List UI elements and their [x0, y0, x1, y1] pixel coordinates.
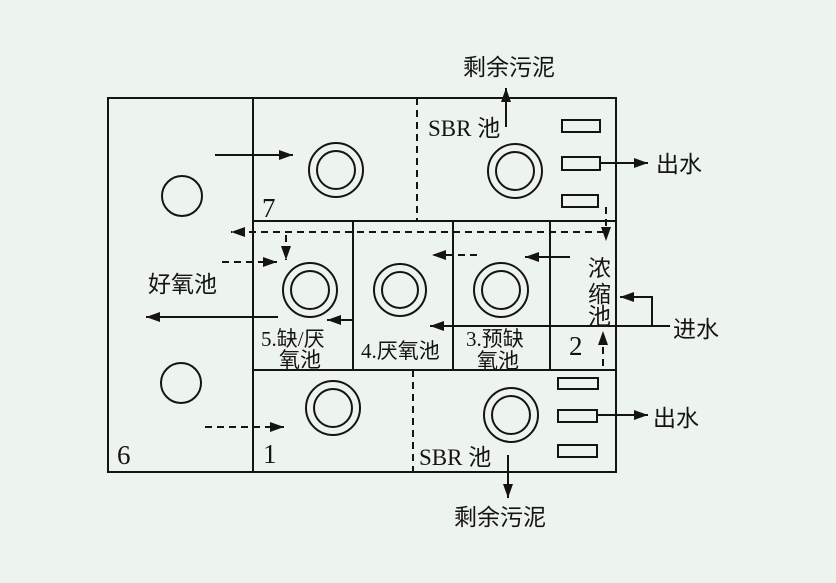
tank5-label-line1: 5.缺/厌 — [261, 327, 325, 351]
recycle-arrows — [205, 207, 611, 432]
effluent-label-top: 出水 — [656, 152, 702, 177]
decanter-weirs — [557, 119, 601, 458]
zone-2-label: 2 — [569, 331, 583, 361]
dashed-partitions — [412, 98, 418, 472]
top-decanter-2 — [561, 156, 601, 171]
influent-label: 进水 — [673, 317, 719, 342]
outer-wall — [107, 97, 617, 473]
zone-7-label: 7 — [262, 193, 276, 223]
bottom-decanter-2 — [557, 409, 598, 423]
zone-6-label: 6 — [117, 440, 131, 470]
tank-walls — [107, 97, 617, 473]
top-decanter-3 — [561, 194, 599, 208]
flow-arrows — [146, 88, 670, 498]
tank4-mixer-icon — [373, 263, 427, 317]
aerobic-mixer-top-icon — [161, 175, 203, 217]
bottom-sbr-aerator-right-icon — [483, 387, 539, 443]
tank3-label-line2: 氧池 — [477, 349, 519, 373]
thickener-label-char3: 池 — [588, 304, 611, 329]
tank5-mixer-icon — [282, 262, 338, 318]
aerobic-mixer-bottom-icon — [160, 362, 202, 404]
tank4-label: 4.厌氧池 — [361, 339, 440, 363]
bottom-decanter-3 — [557, 444, 598, 458]
equipment-symbols — [160, 142, 543, 443]
zone-1-label: 1 — [263, 439, 277, 469]
influent-branch-to-thickener — [620, 292, 653, 326]
sbr-tank-label-bottom: SBR 池 — [419, 445, 491, 470]
surplus-sludge-label-bottom: 剩余污泥 — [454, 505, 546, 530]
tank5-label-line2: 氧池 — [279, 348, 321, 372]
effluent-label-bottom: 出水 — [653, 406, 699, 431]
top-sbr-aerator-left-icon — [308, 142, 364, 198]
aerobic-tank-label: 好氧池 — [148, 272, 217, 297]
tank3-mixer-icon — [473, 262, 529, 318]
tank3-label-line1: 3.预缺 — [466, 327, 524, 351]
bottom-decanter-1 — [557, 377, 599, 390]
top-sbr-aerator-right-icon — [487, 143, 543, 199]
thickener-label-char1: 浓 — [588, 256, 611, 281]
sbr-tank-label-top: SBR 池 — [428, 116, 500, 141]
surplus-sludge-label-top: 剩余污泥 — [463, 55, 555, 80]
top-decanter-1 — [561, 119, 601, 133]
bottom-sbr-aerator-left-icon — [305, 380, 361, 436]
thickener-label-char2: 缩 — [588, 282, 611, 307]
